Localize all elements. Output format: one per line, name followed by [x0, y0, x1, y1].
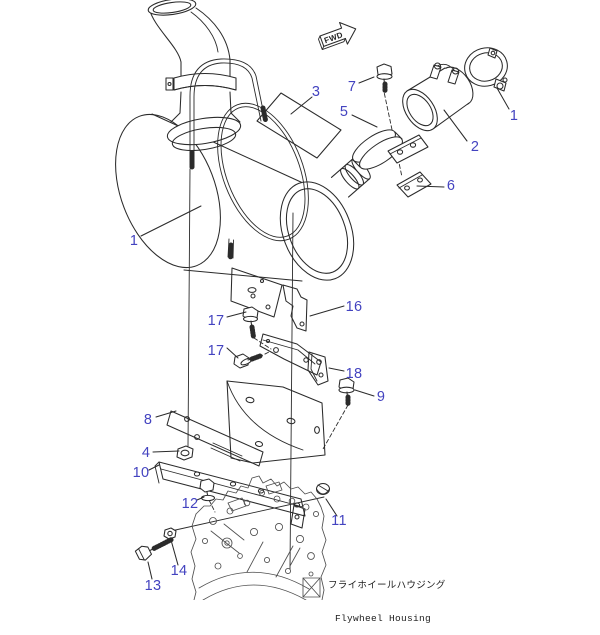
- callout-2: 2: [470, 138, 480, 155]
- callout-leader-lines: [140, 76, 510, 580]
- callout-4: 4: [141, 444, 151, 461]
- callout-10: 10: [132, 464, 150, 481]
- callout-17-lower: 17: [207, 342, 225, 359]
- callout-9: 9: [376, 388, 386, 405]
- callout-14: 14: [170, 562, 188, 579]
- parts-diagram-page: FWD 3 7 5 1 2 6 1 16 17 17 18 9 8 4 10 1…: [115, 0, 519, 624]
- u-bolt-front: [189, 58, 268, 170]
- washer-14: [163, 527, 177, 540]
- callout-17-upper: 17: [207, 312, 225, 329]
- bolt-17-upper: [242, 306, 259, 340]
- flywheel-housing-caption: フライホイールハウジング Flywheel Housing: [328, 558, 446, 635]
- nut-11: [315, 482, 331, 496]
- plate-3: [256, 92, 342, 159]
- callout-1-muffler: 1: [129, 232, 139, 249]
- callout-5: 5: [339, 103, 349, 120]
- flywheel-housing: [190, 475, 327, 600]
- callout-8: 8: [143, 411, 153, 428]
- fwd-direction-arrow: FWD: [318, 21, 357, 50]
- plate-6: [396, 171, 432, 198]
- callout-18: 18: [345, 365, 363, 382]
- clamp-5: [352, 129, 429, 170]
- tube-2: [402, 62, 474, 132]
- bolt-13: [134, 537, 174, 561]
- caption-japanese: フライホイールハウジング: [328, 580, 446, 591]
- exploded-view-drawing: FWD: [115, 0, 510, 600]
- callout-12: 12: [181, 495, 199, 512]
- saddle-bracket-foot: [166, 410, 264, 467]
- callout-16: 16: [345, 298, 363, 315]
- bolt-7: [376, 63, 393, 94]
- caption-english: Flywheel Housing: [335, 613, 432, 624]
- saddle-bracket-8: [226, 380, 326, 464]
- u-bolt-rear: [217, 102, 309, 260]
- callout-7: 7: [347, 78, 357, 95]
- heat-shield-large: [230, 267, 283, 318]
- callout-13: 13: [144, 577, 162, 594]
- bracket-18: [307, 351, 329, 386]
- callout-11: 11: [331, 512, 347, 529]
- bolt-12: [199, 478, 216, 502]
- bolt-17-lower: [233, 353, 263, 369]
- nut-4: [176, 445, 194, 461]
- heat-shield-16: [282, 284, 308, 332]
- callout-6: 6: [446, 177, 456, 194]
- callout-3: 3: [311, 83, 321, 100]
- bolt-9: [338, 377, 355, 407]
- callout-1-clamp: 1: [509, 107, 519, 124]
